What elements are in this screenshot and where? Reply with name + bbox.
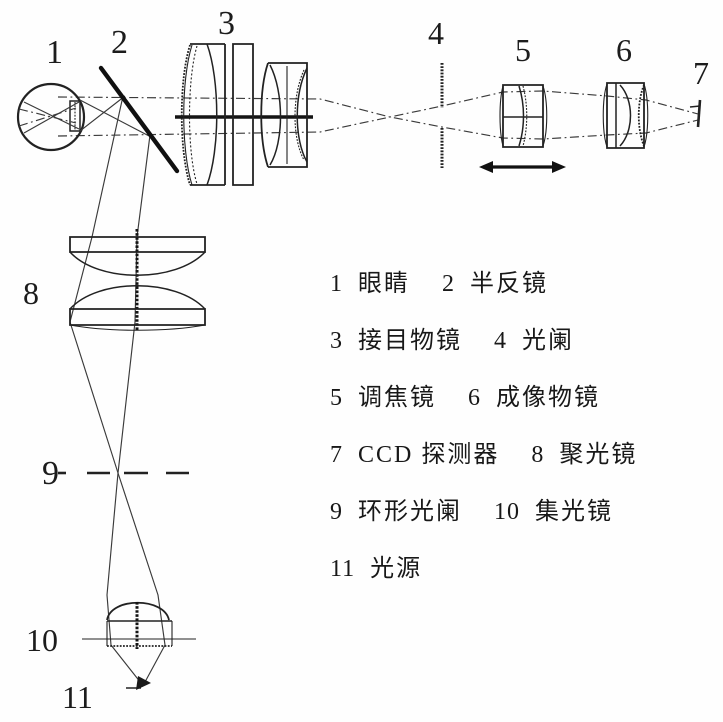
legend-row: 5 调焦镜 6 成像物镜 [330,366,690,423]
legend-item-label: 接目物镜 [358,328,462,354]
legend-row: 1 眼睛 2 半反镜 [330,252,690,309]
legend-row: 11 光源 [330,537,690,594]
eye-lens [70,101,80,131]
label-aperture: 4 [428,15,444,51]
label-eye: 1 [46,34,63,71]
illumination-ray-right [107,135,150,683]
condenser-lens [70,229,205,331]
legend-item-label: 光源 [370,556,423,582]
legend-item: 5 调焦镜 [330,377,436,412]
beam-edge-upper [80,100,151,137]
label-focusing-lens: 5 [515,32,531,68]
legend-item-number: 11 [330,556,356,582]
eye-internal-ray [24,102,79,129]
legend-item-number: 5 [330,385,343,411]
legend-item-label: CCD 探测器 [358,442,500,468]
half-mirror [101,68,177,171]
label-half-mirror: 2 [111,24,128,61]
condenser-element-bottom [70,286,205,331]
legend-item: 3 接目物镜 [330,320,462,355]
legend-item-label: 成像物镜 [496,385,600,411]
label-imaging-objective: 6 [616,32,632,68]
component-labels: 1 2 3 4 5 6 7 8 9 10 11 [23,5,709,715]
beam-edge-lower [80,96,125,131]
legend-item-number: 6 [468,385,481,411]
imaging-objective [603,83,648,148]
condenser-element-top [70,237,205,275]
legend-item-number: 8 [531,442,545,468]
objective-element-2 [233,44,253,185]
eye [18,84,151,150]
illumination-ray-left [70,96,165,682]
eyepiece-objective-group [175,44,313,185]
legend-item-label: 半反镜 [470,271,548,297]
legend-item-label: 集光镜 [535,499,613,525]
legend-item-number: 3 [330,328,343,354]
legend-item-number: 10 [494,499,520,525]
legend-item-number: 1 [330,271,343,297]
label-ccd-detector: 7 [693,55,709,91]
eye-internal-ray [24,102,79,133]
eye-internal-axis-ray [19,108,76,126]
legend-item: 6 成像物镜 [468,377,600,412]
legend-item: 8 聚光镜 [531,434,637,469]
legend: 1 眼睛 2 半反镜 3 接目物镜 4 光阑 5 调焦镜 6 成像物镜 7 CCD 探测器 8 聚光镜 9 环形光… [330,252,690,594]
focus-adjust-arrow [479,161,566,173]
legend-row: 7 CCD 探测器 8 聚光镜 [330,423,690,480]
legend-item-number: 2 [442,271,455,297]
legend-item-label: 光阑 [522,328,574,354]
legend-item-label: 环形光阑 [358,499,462,525]
label-condenser-lens: 8 [23,275,39,311]
legend-item-label: 眼睛 [358,271,410,297]
legend-item-number: 4 [494,328,507,354]
legend-item: 1 眼睛 [330,263,410,298]
eye-internal-axis-ray [19,109,76,123]
legend-row: 9 环形光阑 10 集光镜 [330,480,690,537]
label-eyepiece-objective: 3 [218,5,235,42]
main-rays [58,91,698,139]
light-source-marker [126,676,151,690]
legend-item-label: 调焦镜 [358,385,436,411]
collection-lens [82,602,196,649]
objective-element-1 [182,44,225,185]
label-light-source: 11 [62,679,93,715]
legend-item: 2 半反镜 [442,263,548,298]
legend-item-number: 9 [330,499,343,525]
legend-item: 4 光阑 [494,320,574,355]
legend-row: 3 接目物镜 4 光阑 [330,309,690,366]
objective-element-3 [261,63,307,167]
main-ray-upper [58,97,698,139]
ccd-detector [690,100,700,127]
legend-item-label: 聚光镜 [559,442,638,468]
legend-item-number: 7 [330,442,343,468]
legend-item: 10 集光镜 [494,491,613,526]
label-annular-aperture: 9 [42,455,59,492]
eye-outline [18,84,84,150]
legend-item: 9 环形光阑 [330,491,462,526]
legend-item: 7 CCD 探测器 [330,434,499,469]
illumination-rays [70,96,165,683]
legend-item: 11 光源 [330,548,422,583]
focusing-lens [500,85,547,147]
label-collection-lens: 10 [26,622,58,658]
